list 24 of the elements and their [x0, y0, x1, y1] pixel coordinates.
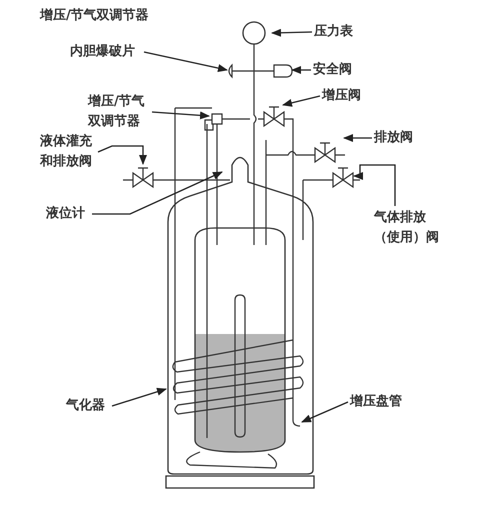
leader-line [271, 28, 312, 37]
leader-line [144, 51, 228, 72]
valve-symbol [332, 167, 354, 188]
part-label: 排放阀 [374, 128, 418, 148]
leader-line [152, 111, 210, 120]
part-label: 气体排放（使用）阀 [374, 208, 440, 248]
part-label: 增压/节气双调节器 [88, 92, 150, 132]
part-label: 气化器 [66, 396, 110, 416]
leader-line [92, 171, 223, 215]
leader-line [112, 388, 167, 407]
part-label: 压力表 [314, 22, 358, 42]
leader-line [98, 145, 147, 165]
part-label: 安全阀 [313, 60, 357, 80]
leader-line [282, 95, 320, 107]
leader-line [301, 401, 348, 423]
part-label: 液位计 [46, 204, 90, 224]
leader-line [291, 66, 311, 74]
part-label: 增压盘管 [350, 392, 408, 412]
leader-line [343, 134, 372, 142]
part-label: 液体灌充和排放阀 [40, 132, 96, 172]
part-label: 增压阀 [322, 86, 366, 106]
heading-label: 增压/节气双调节器 [40, 7, 149, 25]
part-label: 内胆爆破片 [70, 42, 142, 62]
leader-line [353, 164, 396, 206]
